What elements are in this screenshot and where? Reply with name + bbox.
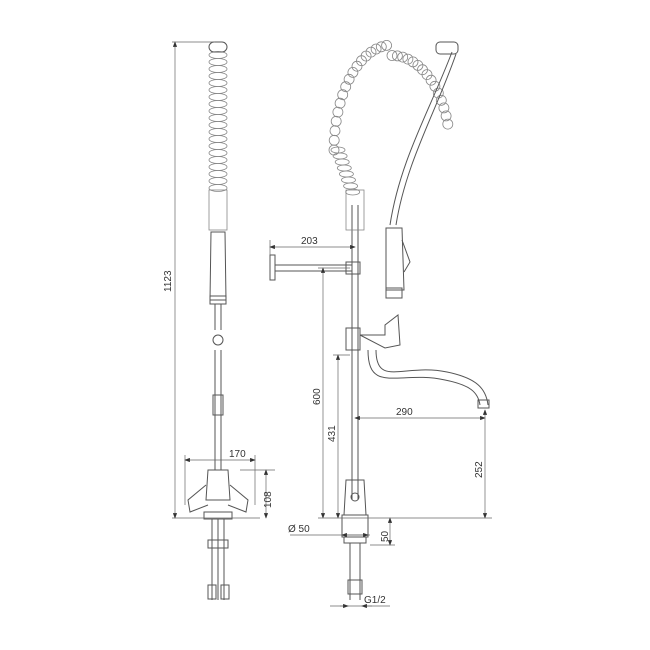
coil-loop [208,65,228,73]
coil-loop [334,158,350,166]
coil-loop [330,146,346,154]
mixer-body [343,479,367,516]
hose [389,51,453,226]
spring-coil-arc [328,40,454,196]
coil-loop [347,67,359,78]
dim-spout-height: 252 [474,461,485,478]
coil-loop [381,40,393,51]
spout [367,349,481,406]
coil-loop [332,106,344,118]
coil-loop [208,142,228,150]
coil-loop [336,164,352,172]
coil-loop [340,81,352,93]
coil-loop [208,72,228,80]
dim-spout-reach: 290 [396,407,413,418]
coil-loop [208,107,228,115]
coil-loop [341,176,356,184]
mixer-body [205,469,231,501]
coil-loop [208,58,228,66]
dim-total-height: 1123 [163,270,174,292]
handle-right [227,484,249,513]
coil-loop [365,46,377,58]
coil-loop [208,163,228,171]
dim-arm-height: 600 [312,388,323,405]
coil-loop [402,53,414,65]
pole [351,205,359,500]
coil-loop [425,74,437,86]
coil-loop [337,89,349,101]
dim-handle-height: 108 [263,491,274,508]
front-view: 203 600 431 290 252 Ø 50 50 G1/2 [269,40,492,609]
supply-pipes [211,519,225,600]
spray-head [209,231,227,301]
spout-valve [359,314,401,349]
coil-loop [391,50,403,62]
coil-loop [338,170,354,178]
coil-loop [208,170,228,178]
dim-wall-arm: 203 [301,236,318,247]
spring-coil [208,51,228,192]
riser-tube [214,350,222,470]
dim-base-diameter: Ø 50 [288,524,310,535]
dim-handle-width: 170 [229,449,246,460]
coil-loop [208,184,228,192]
coil-loop [442,118,454,130]
coil-loop [208,79,228,87]
coil-loop [343,182,359,190]
coil-loop [328,134,340,146]
coil-loop [397,51,409,63]
coil-loop [351,60,363,72]
coil-loop [208,51,228,59]
spray-gun [385,227,405,291]
coil-loop [386,50,398,61]
coil-loop [370,43,382,55]
coil-loop [429,80,441,92]
coil-loop [208,128,228,136]
coil-loop [208,86,228,94]
dim-base-height: 50 [380,530,391,542]
coil-loop [208,135,228,143]
coil-loop [208,156,228,164]
coil-loop [343,73,355,85]
coil-loop [208,149,228,157]
coil-loop [375,41,387,53]
dim-thread: G1/2 [364,595,386,606]
dim-mixer-height: 431 [327,425,338,442]
coil-loop [438,102,450,114]
coil-loop [329,125,341,137]
coil-loop [334,97,346,109]
wall-plate [269,254,276,281]
coil-loop [208,100,228,108]
coil-loop [208,177,228,185]
handle-left [187,484,209,513]
coil-loop [421,69,433,80]
wall-arm [275,264,352,272]
side-view: 1123 170 108 [163,41,275,600]
supply-pipe [349,543,361,600]
coil-loop [332,152,348,160]
coil-loop [440,110,452,122]
coil-loop [208,93,228,101]
coil-loop [435,94,447,106]
coil-loop [208,114,228,122]
coil-loop [330,115,342,127]
coil-loop [208,121,228,129]
